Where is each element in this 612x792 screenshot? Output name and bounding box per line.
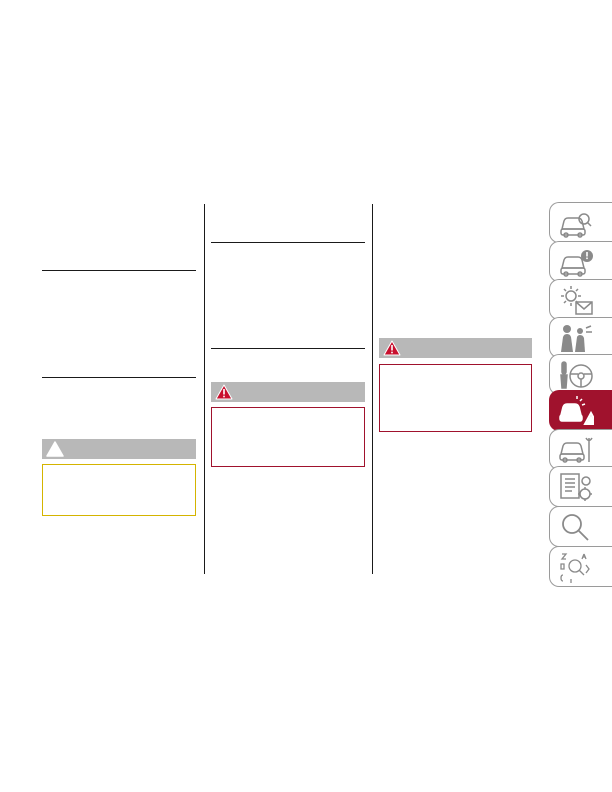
tab-alphabetical-index[interactable]: [549, 546, 612, 587]
dashboard-warning-icon: [560, 250, 593, 277]
tab-starting-driving[interactable]: [549, 354, 612, 395]
caution-bar: [42, 439, 196, 459]
lights-message-icon: [561, 286, 593, 315]
warning-bar: [211, 382, 365, 402]
tab-lights-messages[interactable]: [549, 279, 612, 320]
tab-in-an-emergency[interactable]: [549, 390, 612, 431]
caution-box: [42, 464, 196, 516]
section-rule: [42, 377, 196, 378]
section-rule: [211, 242, 365, 243]
caution-triangle-icon: [46, 441, 64, 457]
safety-passenger-icon: [561, 325, 592, 352]
magnifier-icon: [562, 514, 589, 541]
tab-technical-data[interactable]: [549, 466, 612, 507]
tab-instrument-panel[interactable]: [549, 241, 612, 282]
tab-getting-to-know-car[interactable]: [549, 202, 612, 243]
section-rule: [42, 270, 196, 271]
warning-triangle-icon: [383, 340, 401, 356]
warning-bar: [379, 338, 532, 358]
alphabetical-index-icon: [560, 553, 590, 583]
section-rule: [211, 348, 365, 349]
technical-data-icon: [560, 473, 592, 501]
steering-wheel-icon: [560, 361, 593, 389]
warning-box: [379, 364, 532, 432]
tab-index[interactable]: [549, 506, 612, 547]
column-divider-right: [372, 204, 373, 574]
warning-triangle-icon: [215, 384, 233, 400]
warning-box: [211, 407, 365, 467]
column-divider-left: [204, 204, 205, 574]
tab-servicing-care[interactable]: [549, 429, 612, 470]
car-search-icon: [560, 213, 592, 238]
car-maintenance-icon: [559, 437, 593, 463]
tab-safety[interactable]: [549, 317, 612, 358]
emergency-breakdown-icon: [559, 396, 594, 425]
